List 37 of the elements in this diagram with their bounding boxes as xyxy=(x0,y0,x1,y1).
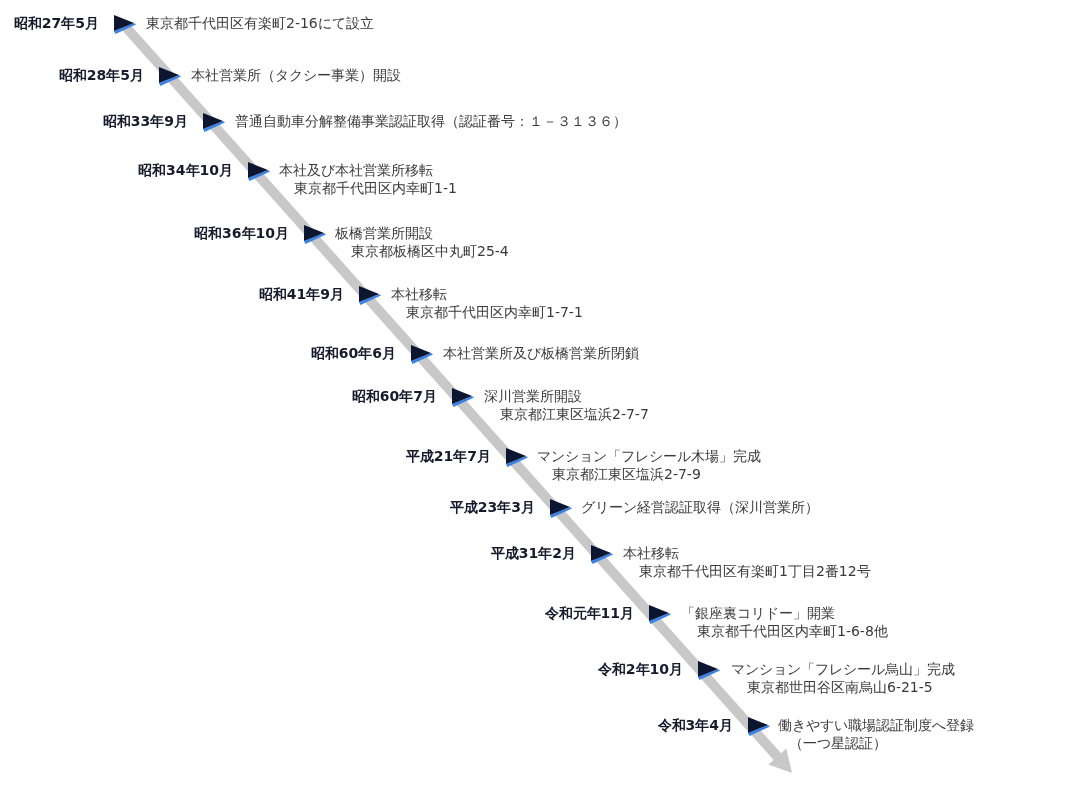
event-text: マンション「フレシール烏山」完成 xyxy=(731,660,955,678)
event-text: 本社移転 xyxy=(623,544,679,562)
event-text: 普通自動車分解整備事業認証取得（認証番号：１－３１３６） xyxy=(235,112,627,130)
detail-text: 東京都板橋区中丸町25-4 xyxy=(351,242,509,260)
date-label: 平成21年7月 xyxy=(405,447,491,465)
event-text: 本社移転 xyxy=(391,285,447,303)
event-text: 東京都千代田区有楽町2-16にて設立 xyxy=(146,14,374,32)
event-text: 本社営業所及び板橋営業所閉鎖 xyxy=(443,344,639,362)
event-text: 本社及び本社営業所移転 xyxy=(279,161,433,179)
detail-text: 東京都千代田区有楽町1丁目2番12号 xyxy=(639,562,871,580)
detail-text: 東京都千代田区内幸町1-6-8他 xyxy=(697,622,888,640)
date-label: 昭和33年9月 xyxy=(102,112,188,130)
event-text: 「銀座裏コリドー」開業 xyxy=(681,604,835,622)
date-label: 平成23年3月 xyxy=(449,498,535,516)
date-label: 昭和36年10月 xyxy=(194,224,289,242)
detail-text: 東京都千代田区内幸町1-7-1 xyxy=(406,303,583,321)
event-text: 働きやすい職場認証制度へ登録 xyxy=(778,716,974,734)
date-label: 昭和34年10月 xyxy=(138,161,233,179)
date-label: 令和元年11月 xyxy=(544,604,634,622)
date-label: 昭和28年5月 xyxy=(58,66,144,84)
detail-text: （一つ星認証） xyxy=(789,734,887,752)
event-text: 板橋営業所開設 xyxy=(335,224,433,242)
date-label: 令和3年4月 xyxy=(657,716,733,734)
event-text: 深川営業所開設 xyxy=(484,387,582,405)
date-label: 昭和41年9月 xyxy=(258,285,344,303)
detail-text: 東京都千代田区内幸町1-1 xyxy=(294,179,457,197)
detail-text: 東京都江東区塩浜2-7-7 xyxy=(500,405,649,423)
date-label: 平成31年2月 xyxy=(490,544,576,562)
detail-text: 東京都江東区塩浜2-7-9 xyxy=(552,465,701,483)
detail-text: 東京都世田谷区南烏山6-21-5 xyxy=(747,678,933,696)
date-label: 令和2年10月 xyxy=(597,660,683,678)
date-label: 昭和60年7月 xyxy=(351,387,437,405)
date-label: 昭和27年5月 xyxy=(13,14,99,32)
date-label: 昭和60年6月 xyxy=(310,344,396,362)
event-text: グリーン経営認証取得（深川営業所） xyxy=(581,498,819,516)
event-text: マンション「フレシール木場」完成 xyxy=(537,447,761,465)
event-text: 本社営業所（タクシー事業）開設 xyxy=(191,66,401,84)
